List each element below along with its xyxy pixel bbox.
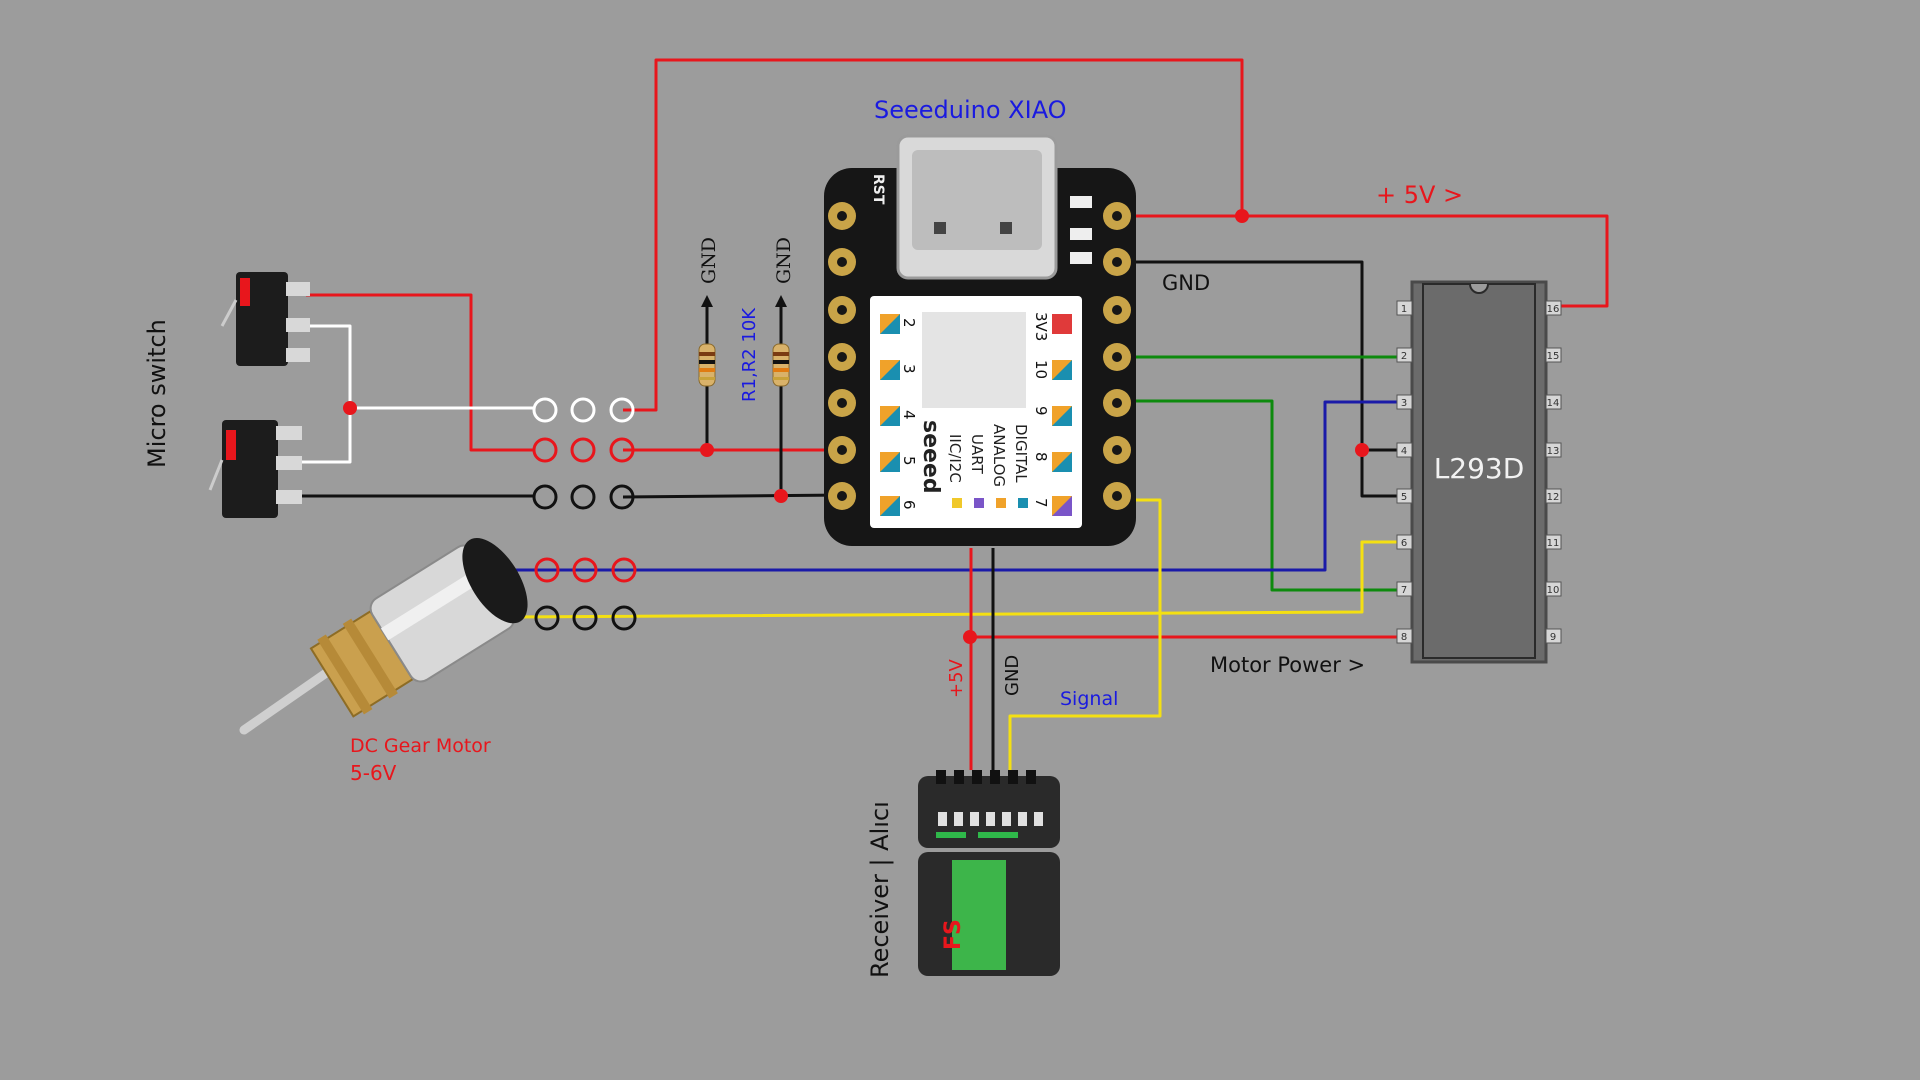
board-legend-uart: UART	[968, 434, 986, 475]
wire-yellow-motor	[497, 540, 1405, 619]
motor-power-label: Motor Power >	[1210, 653, 1365, 677]
ic-pin-left: 8	[1401, 632, 1407, 643]
ic-pin-right: 16	[1547, 304, 1560, 315]
micro-switch-top	[220, 272, 310, 366]
wire-green-9	[1132, 399, 1405, 592]
junction-dot	[774, 489, 788, 503]
wire-switch-black-b	[622, 493, 847, 499]
resistor-r1	[698, 295, 716, 387]
pin-markers-right	[1052, 314, 1072, 516]
connector-motor-black	[534, 605, 637, 631]
junction-dot	[343, 401, 357, 415]
junction-dot	[1355, 443, 1369, 457]
receiver-brand-logo: FS	[941, 919, 966, 950]
motor-name-label: DC Gear Motor	[350, 735, 491, 757]
micro-switch-label: Micro switch	[143, 319, 171, 468]
junction-dot	[700, 443, 714, 457]
wire-5v-to-ic16	[1132, 214, 1609, 308]
wire-switch-red	[306, 293, 535, 452]
receiver-5v-label: +5V	[946, 658, 967, 698]
pin-markers-left	[880, 314, 900, 516]
connector-red	[532, 437, 635, 463]
motor-voltage-label: 5-6V	[350, 761, 397, 785]
resistors-label: R1,R2 10K	[739, 307, 760, 402]
junction-dots	[343, 209, 1369, 644]
board-pin-right: 3V3	[1032, 312, 1050, 341]
ic-pin-right: 9	[1550, 632, 1556, 643]
ic-pin-right: 14	[1547, 398, 1560, 409]
signal-label: Signal	[1060, 688, 1118, 710]
ic-pin-left: 1	[1401, 304, 1407, 315]
board-legend-digital: DIGITAL	[1012, 424, 1030, 483]
ic-pin-right: 13	[1547, 446, 1560, 457]
board-pin-right: 9	[1032, 406, 1050, 416]
wire-switch-white	[292, 324, 352, 464]
junction-dot	[1235, 209, 1249, 223]
connector-motor-red	[534, 557, 637, 583]
dc-gear-motor	[239, 538, 528, 735]
wire-blue-motor	[474, 400, 1405, 572]
wire-receiver-signal	[1008, 498, 1162, 770]
ic-pin-left: 4	[1401, 446, 1407, 457]
plus5v-label: + 5V >	[1376, 181, 1463, 209]
junction-dot	[963, 630, 977, 644]
ic-pin-left: 5	[1401, 492, 1407, 503]
gnd-r2-label: GND	[773, 237, 795, 284]
board-legend-i2c: IIC/I2C	[946, 434, 964, 483]
ic-pin-left: 6	[1401, 538, 1407, 549]
board-brand: seeed	[918, 420, 943, 494]
seeeduino-xiao-board: 2 3 4 5 6 3V3 10 9 8 7 RST seeed IIC/I2C…	[824, 134, 1136, 546]
board-pin-right: 8	[1032, 452, 1050, 462]
board-rst-label: RST	[870, 174, 886, 205]
board-legend-analog: ANALOG	[990, 424, 1008, 487]
connector-black	[532, 484, 635, 510]
l293d-ic: 1 2 3 4 5 6 7 8 16 15 14 13 12 11 10 9 L…	[1396, 280, 1562, 664]
ic-pin-left: 7	[1401, 585, 1407, 596]
ic-pin-right: 15	[1547, 351, 1560, 362]
ic-pin-right: 10	[1547, 585, 1560, 596]
receiver-label: Receiver | Alıcı	[866, 801, 894, 978]
wires	[292, 58, 1609, 770]
board-pin-right: 10	[1032, 360, 1050, 379]
board-pin-left: 6	[900, 500, 918, 510]
board-pin-left: 4	[900, 410, 918, 420]
wire-top-red	[623, 58, 1244, 412]
ic-pin-right: 12	[1547, 492, 1560, 503]
ic-pin-left: 3	[1401, 398, 1407, 409]
gnd-right-label: GND	[1162, 271, 1210, 295]
connector-white	[532, 397, 635, 423]
micro-switch-bottom	[208, 420, 302, 518]
ic-name: L293D	[1434, 452, 1525, 485]
receiver-gnd-label: GND	[1002, 655, 1023, 696]
board-pin-right: 7	[1032, 498, 1050, 508]
resistor-r2	[772, 295, 790, 387]
board-title: Seeeduino XIAO	[874, 96, 1067, 124]
board-pin-left: 3	[900, 364, 918, 374]
receiver-module: FS	[918, 770, 1060, 976]
gnd-r1-label: GND	[698, 237, 720, 284]
connector-rings	[532, 397, 637, 631]
wire-gnd-right	[1132, 260, 1405, 498]
board-pin-left: 2	[900, 318, 918, 328]
board-pin-left: 5	[900, 456, 918, 466]
ic-pin-left: 2	[1401, 351, 1407, 362]
ic-pin-right: 11	[1547, 538, 1560, 549]
